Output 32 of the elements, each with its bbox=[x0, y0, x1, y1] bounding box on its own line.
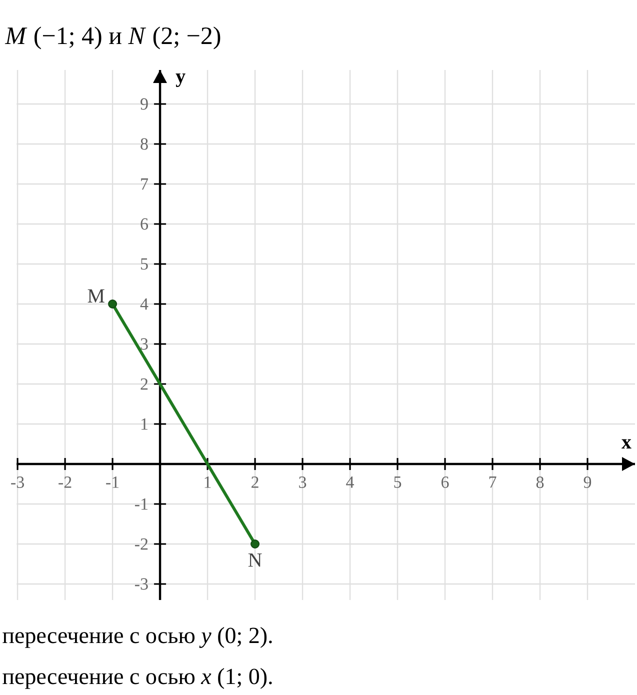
title: M (−1; 4) и N (2; −2) bbox=[4, 26, 220, 50]
x-axis-title: x bbox=[622, 439, 632, 448]
x-tick-label: 6 bbox=[442, 476, 449, 488]
x-tick-label: 8 bbox=[536, 476, 544, 488]
x-tick-label: 7 bbox=[489, 476, 496, 488]
y-tick-label: -1 bbox=[134, 498, 148, 510]
note: пересечение с осью y (0; 2). bbox=[2, 627, 272, 648]
y-tick-label: 6 bbox=[140, 218, 148, 230]
x-tick-label: 2 bbox=[252, 476, 258, 488]
note: пересечение с осью x (1; 0). bbox=[2, 668, 272, 689]
y-tick-label: 9 bbox=[140, 98, 148, 110]
y-tick-label: -2 bbox=[134, 538, 148, 550]
x-tick-label: 5 bbox=[394, 476, 402, 488]
x-tick-label: 9 bbox=[584, 476, 592, 488]
x-tick-label: -1 bbox=[106, 476, 119, 488]
annotation: M bbox=[88, 289, 104, 302]
x-tick-label: 3 bbox=[299, 476, 306, 488]
x-tick-label: -2 bbox=[58, 476, 72, 488]
y-tick-label: 7 bbox=[141, 178, 148, 190]
y-tick-label: -3 bbox=[134, 578, 148, 590]
y-tick-label: 5 bbox=[140, 258, 148, 270]
x-tick-label: 1 bbox=[204, 476, 211, 488]
annotation: N bbox=[248, 554, 262, 567]
coordinate-plot: -3 -2 -1 1 2 3 4 5 6 7 8 9 -3 -2 -1 1 2 3 4 5 6 7 8 9 M N x y bbox=[11, 69, 636, 601]
y-axis-title: y bbox=[176, 74, 186, 88]
y-tick-label: 3 bbox=[140, 338, 148, 350]
y-tick-label: 8 bbox=[140, 138, 148, 150]
x-tick-label: -3 bbox=[11, 476, 24, 488]
x-tick-label: 4 bbox=[346, 476, 354, 488]
y-tick-label: 1 bbox=[141, 418, 148, 430]
y-tick-label: 2 bbox=[140, 378, 148, 390]
y-tick-label: 4 bbox=[140, 298, 148, 310]
